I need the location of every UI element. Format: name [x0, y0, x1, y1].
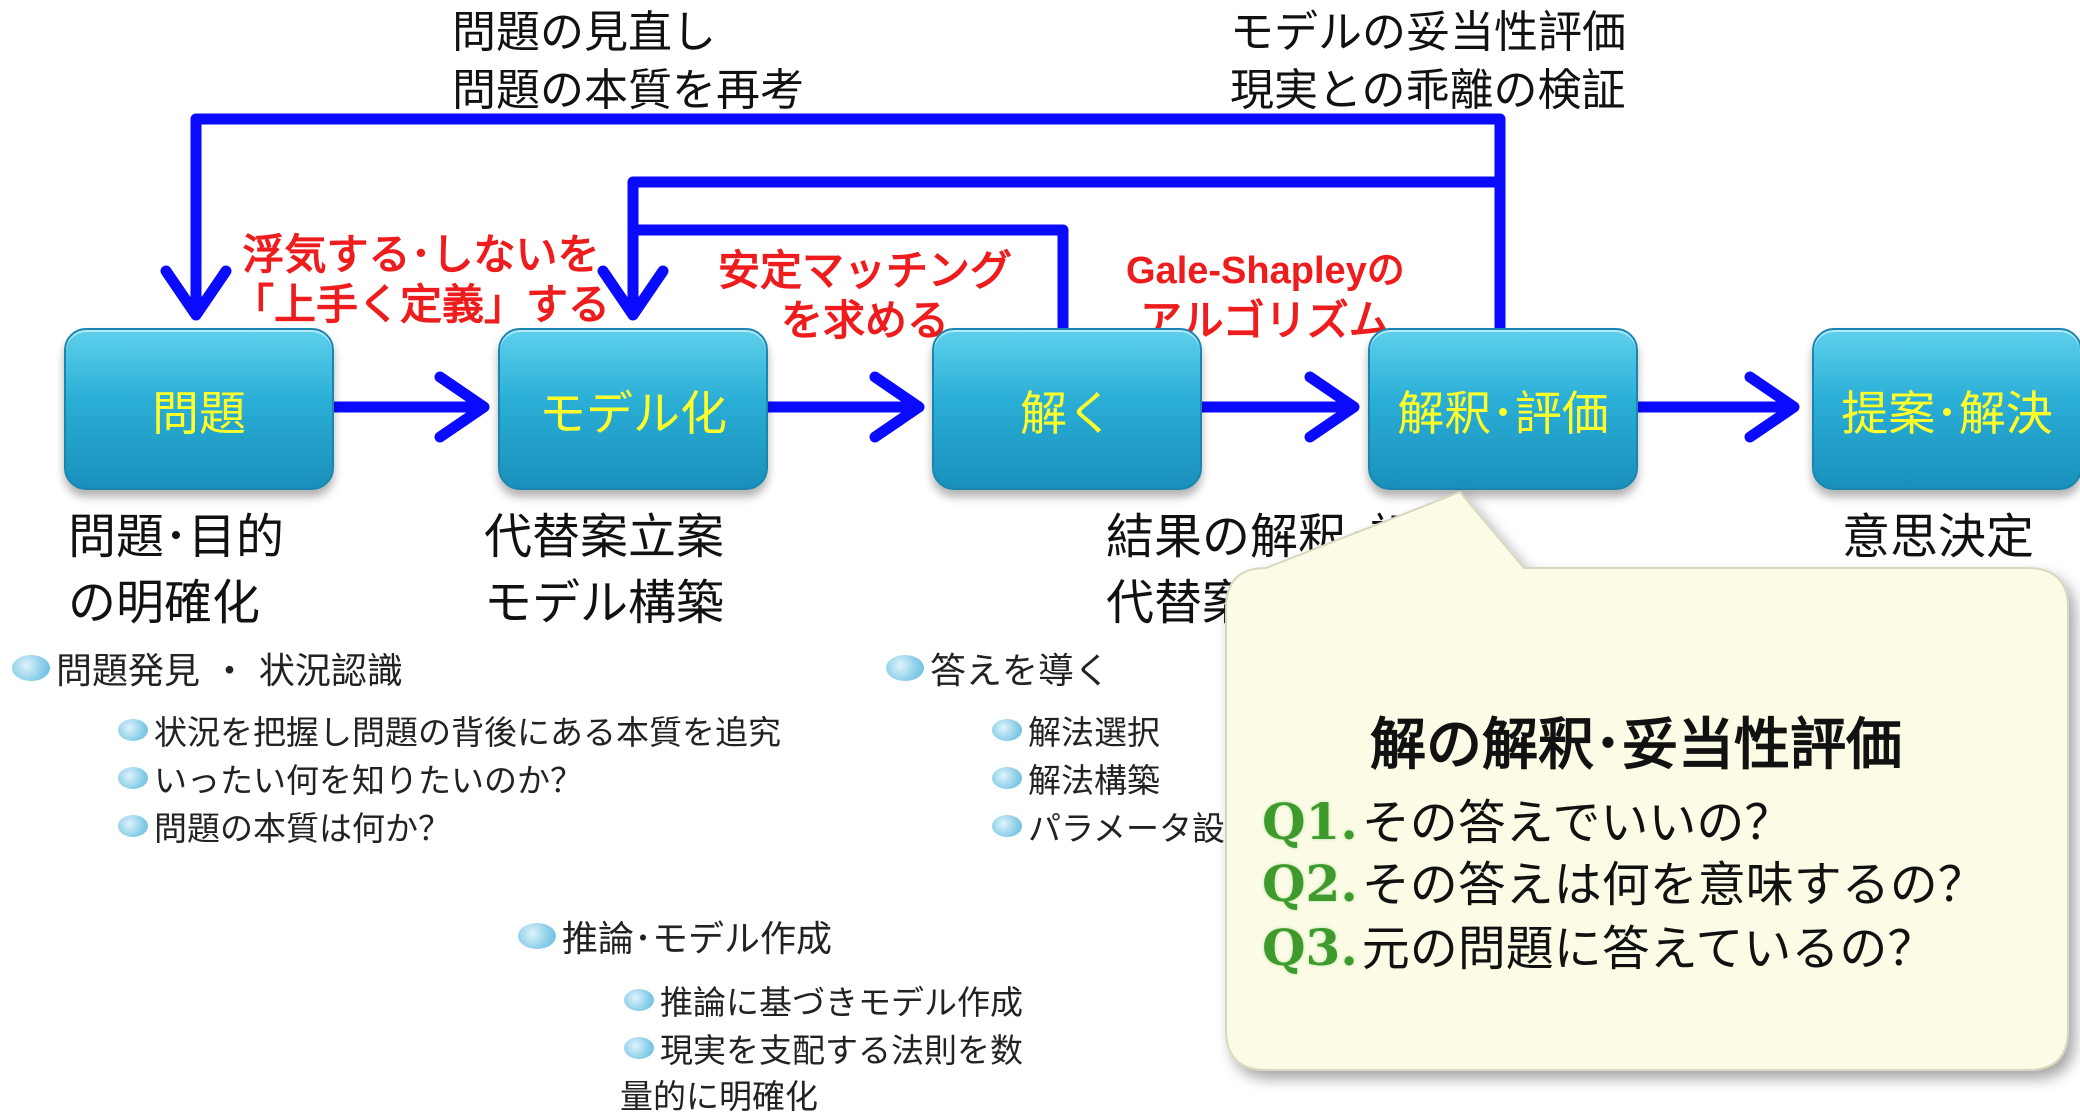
- callout-content: 解の解釈･妥当性評価 Q1. その答えでいいの？ Q2. その答えは何を意味する…: [1262, 700, 2052, 977]
- callout-shape: [1225, 490, 2069, 1071]
- bullet-dot-icon: [886, 655, 924, 681]
- bullet-head-text: 答えを導く: [930, 651, 1111, 692]
- arrow-interpret-to-problem: [160, 113, 1506, 333]
- box-solve-label: 解く: [1020, 386, 1114, 442]
- bullet-dot-icon: [118, 815, 148, 837]
- question-2-text: その答えは何を意味するの？: [1361, 857, 1986, 913]
- arrow-solve-to-interpret: [1194, 371, 1360, 443]
- box-solve: 解く: [932, 328, 1202, 490]
- question-2: Q2. その答えは何を意味するの？: [1262, 845, 2052, 913]
- bullet-dot-icon: [992, 815, 1022, 837]
- red-note-algorithm-line1: Gale-Shapleyの: [1126, 250, 1405, 292]
- flow-arrows: [160, 113, 1800, 443]
- red-note-define: 浮気する･しないを 「上手く定義」する: [232, 230, 610, 330]
- list-item: 問題の本質は何か？: [118, 802, 781, 850]
- under-label-problem-line1: 問題･目的: [68, 509, 285, 565]
- bullet-head-text: 問題発見 ・ 状況認識: [56, 651, 403, 692]
- list-item-text: 推論に基づきモデル作成: [660, 983, 1023, 1022]
- feedback-note-left-line1: 問題の見直し: [452, 7, 716, 58]
- bullet-dot-icon: [118, 767, 148, 789]
- bullet-head: 答えを導く: [886, 642, 1225, 694]
- red-note-define-line1: 浮気する･しないを: [242, 230, 600, 279]
- question-1-label: Q1.: [1262, 792, 1358, 851]
- under-label-propose-line1: 意思決定: [1842, 509, 2035, 565]
- red-note-stable-matching-line1: 安定マッチング: [718, 246, 1013, 295]
- list-item: 解法選択: [992, 706, 1225, 754]
- question-3-label: Q3.: [1262, 918, 1358, 977]
- box-modeling-label: モデル化: [539, 386, 727, 442]
- list-item-text: 問題の本質は何か？: [154, 809, 451, 848]
- arrow-problem-to-modeling: [324, 371, 490, 443]
- arrow-solve-to-modeling: [627, 224, 1069, 333]
- feedback-note-left: 問題の見直し 問題の本質を再考: [452, 4, 804, 120]
- under-label-modeling-line1: 代替案立案: [484, 509, 725, 565]
- list-item: 推論に基づきモデル作成: [624, 976, 1023, 1024]
- box-propose: 提案･解決: [1812, 328, 2080, 490]
- bullet-group-inference: 推論･モデル作成 推論に基づきモデル作成 現実を支配する法則を数 量的に明確化: [518, 910, 1023, 1116]
- box-interpret: 解釈･評価: [1368, 328, 1638, 490]
- feedback-note-right-line2: 現実との乖離の検証: [1230, 65, 1626, 116]
- list-item: 状況を把握し問題の背後にある本質を追究: [118, 706, 781, 754]
- bullet-dot-icon: [624, 989, 654, 1011]
- box-interpret-label: 解釈･評価: [1397, 386, 1609, 442]
- list-item-text: いったい何を知りたいのか？: [154, 761, 583, 800]
- arrow-modeling-to-solve: [760, 371, 925, 443]
- question-3-text: 元の問題に答えているの？: [1361, 921, 1936, 977]
- bullet-dot-icon: [992, 767, 1022, 789]
- list-item-text: パラメータ設: [1028, 809, 1226, 848]
- red-note-define-line2: 「上手く定義」する: [232, 280, 611, 329]
- callout-title: 解の解釈･妥当性評価: [1370, 713, 1902, 778]
- bullet-dot-icon: [12, 655, 50, 681]
- box-modeling: モデル化: [498, 328, 768, 490]
- list-item: 解法構築: [992, 754, 1225, 802]
- feedback-note-right: モデルの妥当性評価 現実との乖離の検証: [1230, 4, 1626, 120]
- bullet-dot-icon: [518, 923, 556, 949]
- under-label-propose: 意思決定: [1842, 504, 2034, 570]
- box-problem-label: 問題: [152, 386, 246, 442]
- bullet-head-text: 推論･モデル作成: [562, 919, 833, 960]
- callout-balloon: [1225, 490, 2069, 1071]
- list-item-text: 現実を支配する法則を数: [660, 1031, 1023, 1070]
- under-label-modeling-line2: モデル構築: [484, 575, 725, 631]
- list-item-text: 解法構築: [1028, 761, 1160, 800]
- box-problem: 問題: [64, 328, 334, 490]
- list-item: いったい何を知りたいのか？: [118, 754, 781, 802]
- under-label-problem-line2: の明確化: [68, 575, 261, 631]
- under-label-problem: 問題･目的 の明確化: [68, 504, 284, 636]
- bullet-dot-icon: [118, 719, 148, 741]
- list-item-text: 解法選択: [1028, 713, 1160, 752]
- bullet-dot-icon: [624, 1037, 654, 1059]
- list-item: パラメータ設: [992, 802, 1225, 850]
- arrow-interpret-to-propose: [1630, 371, 1800, 443]
- under-label-modeling: 代替案立案 モデル構築: [484, 504, 724, 636]
- feedback-note-left-line2: 問題の本質を再考: [452, 65, 804, 116]
- question-3: Q3. 元の問題に答えているの？: [1262, 909, 2052, 977]
- question-1-text: その答えでいいの？: [1361, 795, 1793, 851]
- arrow-interpret-to-modeling: [597, 176, 1506, 321]
- feedback-note-right-line1: モデルの妥当性評価: [1230, 7, 1626, 58]
- list-item: 現実を支配する法則を数: [624, 1024, 1023, 1072]
- bullet-group-answer: 答えを導く 解法選択 解法構築 パラメータ設: [886, 642, 1225, 850]
- bullet-head: 問題発見 ・ 状況認識: [12, 642, 781, 694]
- question-2-label: Q2.: [1262, 854, 1358, 913]
- box-propose-label: 提案･解決: [1841, 386, 2053, 442]
- red-note-stable-matching: 安定マッチング を求める: [718, 246, 1012, 346]
- bullet-head: 推論･モデル作成: [518, 910, 1023, 962]
- under-label-interpret: 結果の解釈･評 代替案: [1106, 504, 1418, 636]
- bullet-group-discovery: 問題発見 ・ 状況認識 状況を把握し問題の背後にある本質を追究 いったい何を知り…: [12, 642, 781, 850]
- list-item-text: 状況を把握し問題の背後にある本質を追究: [154, 713, 781, 752]
- red-note-stable-matching-line2: を求める: [781, 296, 950, 345]
- bullet-dot-icon: [992, 719, 1022, 741]
- question-1: Q1. その答えでいいの？: [1262, 783, 2052, 851]
